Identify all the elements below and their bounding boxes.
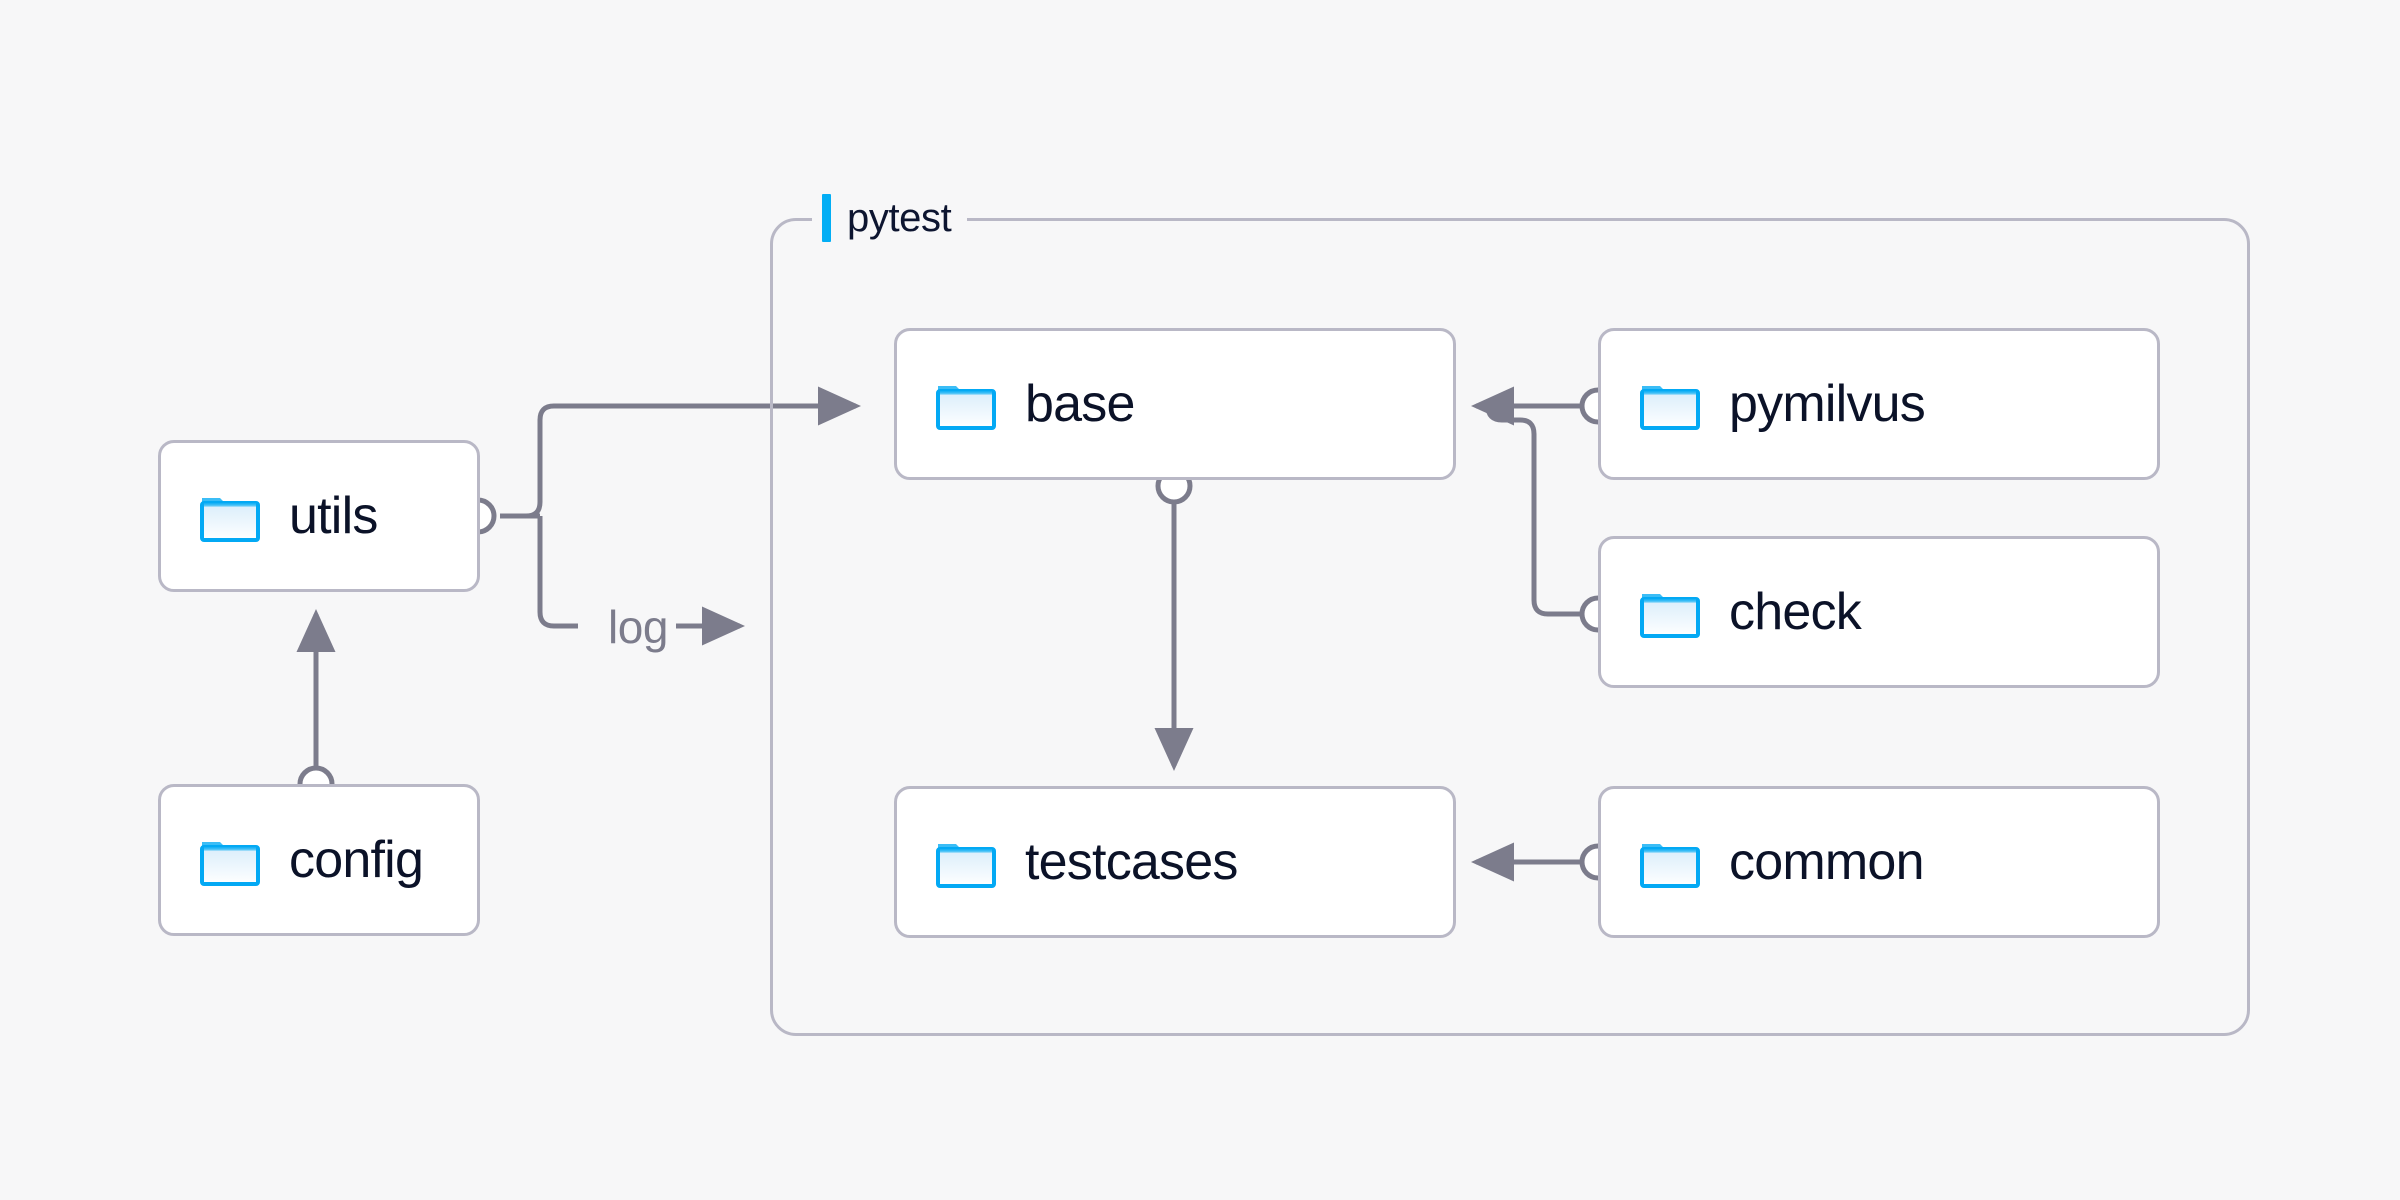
accent-bar-icon <box>822 194 831 242</box>
folder-icon <box>1640 594 1700 638</box>
node-label-testcases: testcases <box>1025 833 1238 891</box>
node-label-common: common <box>1729 833 1924 891</box>
node-label-pymilvus: pymilvus <box>1729 375 1926 433</box>
folder-icon <box>936 844 996 888</box>
node-check[interactable]: check <box>1598 536 2160 688</box>
node-config[interactable]: config <box>158 784 480 936</box>
edge-utils-to-log-a <box>537 516 578 629</box>
folder-icon <box>200 498 260 542</box>
node-pymilvus[interactable]: pymilvus <box>1598 328 2160 480</box>
node-utils[interactable]: utils <box>158 440 480 592</box>
edge-label-log-label: log <box>600 600 677 654</box>
node-label-check: check <box>1729 583 1862 641</box>
folder-icon <box>936 386 996 430</box>
pytest-group-label-text: pytest <box>847 195 952 240</box>
node-base[interactable]: base <box>894 328 1456 480</box>
node-label-utils: utils <box>289 487 378 545</box>
node-common[interactable]: common <box>1598 786 2160 938</box>
pytest-group-container[interactable] <box>770 218 2250 1036</box>
folder-icon <box>1640 844 1700 888</box>
node-testcases[interactable]: testcases <box>894 786 1456 938</box>
node-label-config: config <box>289 831 424 889</box>
folder-icon <box>1640 386 1700 430</box>
node-label-base: base <box>1025 375 1135 433</box>
pytest-group-label: pytest <box>812 189 968 247</box>
folder-icon <box>200 842 260 886</box>
